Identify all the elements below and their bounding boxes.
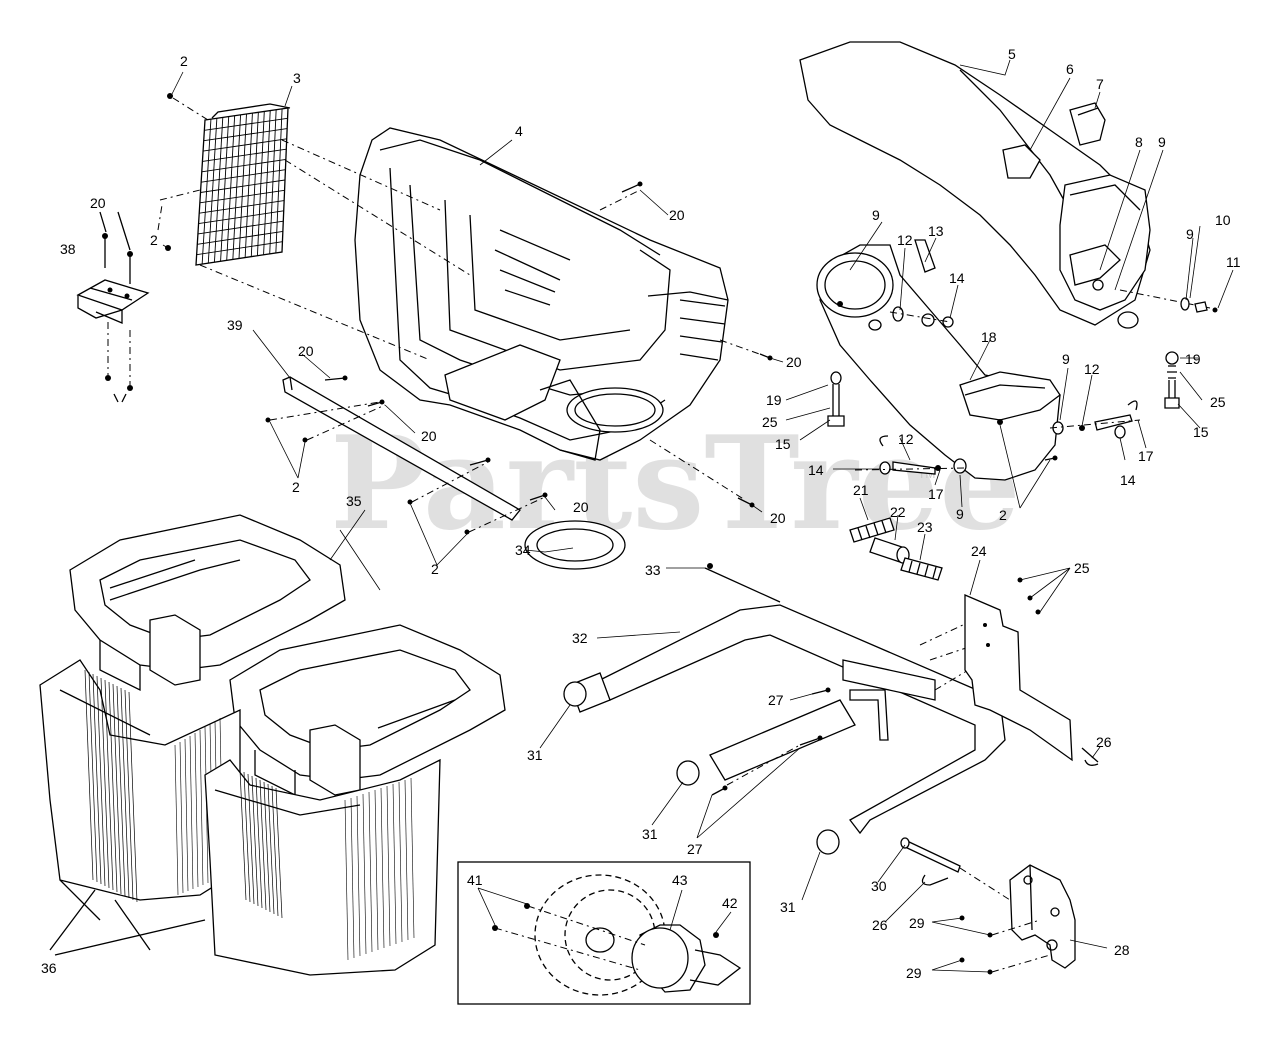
- callout: 2: [150, 232, 158, 248]
- bolt-sets: [827, 351, 1180, 427]
- callout: 25: [762, 414, 778, 430]
- callout: 29: [906, 965, 922, 981]
- callout: 25: [1210, 394, 1226, 410]
- part-bag-tops: [69, 514, 506, 797]
- callout: 9: [872, 207, 880, 223]
- part-bracket-24: [964, 577, 1099, 766]
- callout: 4: [515, 123, 523, 139]
- inset-wheel-detail: [457, 861, 751, 1005]
- callout: 9: [1158, 134, 1166, 150]
- watermark: PartsTree: [330, 409, 1021, 559]
- callout: 6: [1066, 61, 1074, 77]
- callout: 33: [645, 562, 661, 578]
- callout: 26: [1096, 734, 1112, 750]
- callout: 20: [573, 499, 589, 515]
- callout: 19: [1185, 351, 1201, 367]
- callout: 12: [897, 232, 913, 248]
- hinge-hardware-lower: [854, 400, 1141, 475]
- callout: 10: [1215, 212, 1231, 228]
- callout: 17: [928, 486, 944, 502]
- callout: 20: [90, 195, 106, 211]
- part-bracket-38: [76, 211, 150, 403]
- callout: 20: [669, 207, 685, 223]
- callout: 5: [1008, 46, 1016, 62]
- callout: 20: [786, 354, 802, 370]
- callout: 9: [1062, 351, 1070, 367]
- part-chute-body: [816, 239, 1061, 481]
- callout: 9: [956, 506, 964, 522]
- callout: 9: [1186, 226, 1194, 242]
- callout: 3: [293, 70, 301, 86]
- callout: 29: [909, 915, 925, 931]
- callout: 41: [467, 872, 483, 888]
- callout: 27: [687, 841, 703, 857]
- part-bag-frame: [563, 563, 1006, 855]
- callout: 2: [431, 561, 439, 577]
- callout: 36: [41, 960, 57, 976]
- callout: 11: [1226, 254, 1241, 270]
- callout: 24: [971, 543, 987, 559]
- callout: 13: [928, 223, 944, 239]
- callout: 20: [298, 343, 314, 359]
- callout: 14: [808, 462, 824, 478]
- callout: 34: [515, 542, 531, 558]
- callout: 28: [1114, 942, 1130, 958]
- callout-labels: 2 3 4 5 6 7 8 9 20 20 2 38 9 12 13 14 10…: [41, 46, 1241, 981]
- callout: 8: [1135, 134, 1143, 150]
- callout: 23: [917, 519, 933, 535]
- part-bags: [39, 659, 441, 976]
- callout: 12: [898, 431, 914, 447]
- callout: 31: [527, 747, 543, 763]
- callout: 31: [642, 826, 658, 842]
- part-screen: [157, 93, 291, 266]
- callout: 2: [180, 53, 188, 69]
- callout: 22: [890, 504, 906, 520]
- callout: 38: [60, 241, 76, 257]
- callout: 42: [722, 895, 738, 911]
- part-ring-34: [524, 520, 626, 570]
- part-bracket-28: [900, 837, 1076, 975]
- callout: 2: [999, 507, 1007, 523]
- callout: 18: [981, 329, 997, 345]
- callout: 20: [770, 510, 786, 526]
- callout: 17: [1138, 448, 1154, 464]
- callout: 2: [292, 479, 300, 495]
- springs: [849, 517, 943, 581]
- callout: 31: [780, 899, 796, 915]
- callout: 25: [1074, 560, 1090, 576]
- part-plate-39: [265, 375, 548, 535]
- callout: 43: [672, 872, 688, 888]
- callout: 15: [1193, 424, 1209, 440]
- callout: 20: [421, 428, 437, 444]
- callout: 14: [949, 270, 965, 286]
- callout: 26: [872, 917, 888, 933]
- callout: 7: [1096, 76, 1104, 92]
- callout: 39: [227, 317, 243, 333]
- callout: 14: [1120, 472, 1136, 488]
- callout: 30: [871, 878, 887, 894]
- callout: 15: [775, 436, 791, 452]
- callout: 12: [1084, 361, 1100, 377]
- part-chute: [799, 41, 1218, 329]
- callout: 27: [768, 692, 784, 708]
- part-hood: [199, 127, 766, 501]
- callout: 21: [853, 482, 869, 498]
- callout: 32: [572, 630, 588, 646]
- callout: 35: [346, 493, 362, 509]
- leader-lines: [162, 59, 1234, 973]
- callout: 19: [766, 392, 782, 408]
